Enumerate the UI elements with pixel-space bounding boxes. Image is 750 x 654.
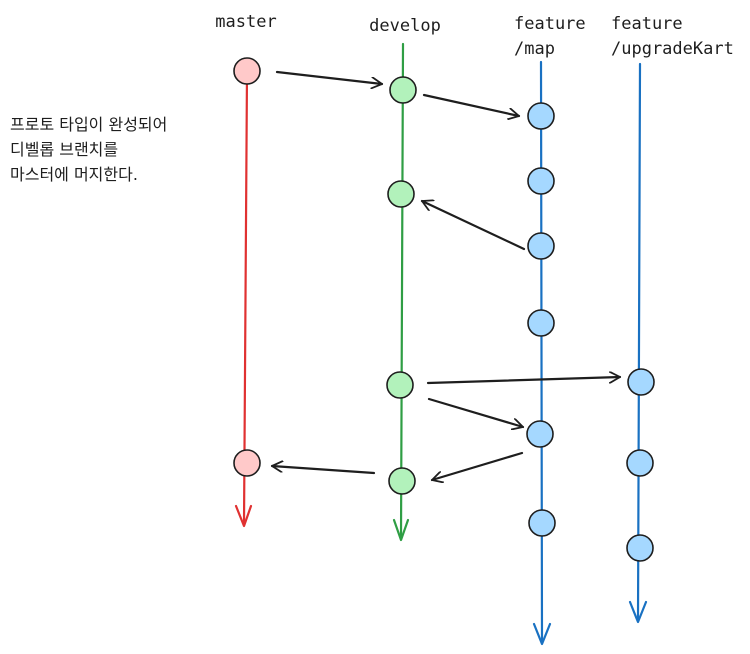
arrow-develop-to-feature-upgradekart: [426, 377, 622, 385]
develop-commit: [386, 371, 414, 399]
feature-map-commit: [526, 420, 554, 448]
master-commit: [233, 449, 261, 477]
feature-upgradekart-branch-label-line2: /upgradeKart: [611, 39, 734, 59]
master-branch-label: master: [215, 12, 276, 32]
arrow-develop-to-feature-map: [422, 93, 521, 116]
feature-map-commit: [527, 232, 555, 260]
note-line-3: 마스터에 머지한다.: [10, 165, 138, 184]
develop-timeline: [392, 42, 410, 542]
feature-upgradekart-branch-label-line1: feature: [611, 14, 683, 34]
feature-map-commit: [528, 509, 556, 537]
arrow-master-to-develop: [275, 70, 384, 84]
feature-upgradekart-commit: [627, 368, 655, 396]
feature-map-timeline: [532, 60, 552, 646]
master-commit: [233, 57, 261, 85]
develop-commit: [389, 76, 417, 104]
feature-map-branch-label-line1: feature: [514, 14, 586, 34]
develop-commit: [388, 467, 416, 495]
arrow-develop-to-master: [270, 466, 376, 475]
feature-upgradekart-commit: [626, 449, 654, 477]
arrow-feature-map-to-develop-2: [430, 451, 524, 480]
feature-upgradekart-commit: [626, 534, 654, 562]
master-timeline: [234, 70, 253, 528]
feature-map-commit: [527, 167, 555, 195]
feature-map-branch-label-line2: /map: [514, 39, 555, 59]
note-line-1: 프로토 타입이 완성되어: [10, 115, 167, 134]
arrow-develop-to-feature-map-2: [427, 397, 525, 427]
note-line-2: 디벨롭 브랜치를: [10, 140, 118, 159]
feature-map-commit: [527, 309, 555, 337]
feature-map-commit: [527, 102, 555, 130]
arrow-feature-map-to-develop: [420, 201, 526, 251]
develop-branch-label: develop: [369, 16, 441, 36]
feature-upgradekart-timeline: [628, 62, 648, 624]
develop-commit: [387, 180, 415, 208]
